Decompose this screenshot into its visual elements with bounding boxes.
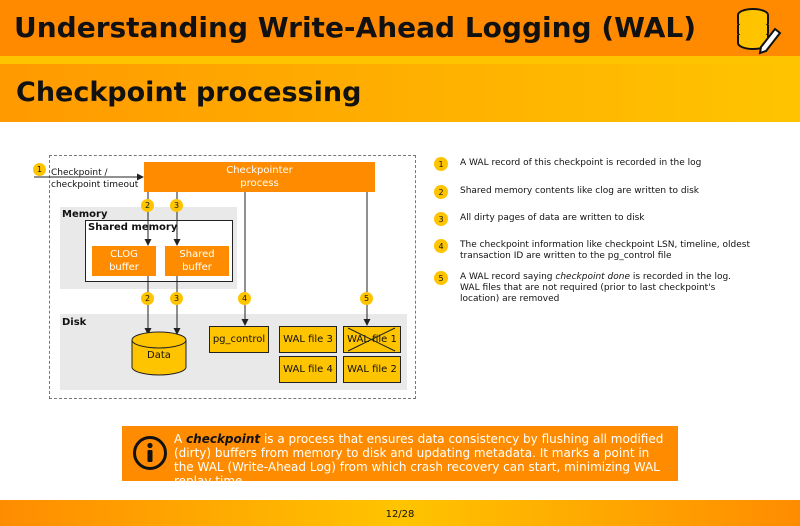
step-4-text: The checkpoint information like checkpoi…: [460, 240, 750, 261]
database-pencil-icon: [731, 3, 783, 55]
marker-2-bottom: 2: [141, 292, 154, 305]
step-3-text: All dirty pages of data are written to d…: [460, 213, 645, 223]
memory-label: Memory: [62, 209, 108, 220]
step-2-number: 2: [434, 185, 448, 199]
marker-3-top: 3: [170, 199, 183, 212]
checkpoint-diagram: [49, 155, 416, 399]
step-1-text: A WAL record of this checkpoint is recor…: [460, 158, 702, 168]
marker-3-bottom: 3: [170, 292, 183, 305]
data-label: Data: [147, 350, 171, 361]
marker-2-top: 2: [141, 199, 154, 212]
marker-5: 5: [360, 292, 373, 305]
info-text: A checkpoint is a process that ensures d…: [174, 432, 664, 488]
step-5-number: 5: [434, 271, 448, 285]
wal-file-3-box: WAL file 3: [279, 326, 337, 353]
header-bar: [0, 0, 800, 56]
section-title: Checkpoint processing: [16, 77, 362, 108]
disk-label: Disk: [62, 317, 87, 328]
header-stripe: [0, 56, 800, 64]
marker-4: 4: [238, 292, 251, 305]
step-4-number: 4: [434, 239, 448, 253]
step-2-text: Shared memory contents like clog are wri…: [460, 186, 699, 196]
wal-file-4-box: WAL file 4: [279, 356, 337, 383]
pg-control-box: pg_control: [209, 326, 269, 353]
info-callout: A checkpoint is a process that ensures d…: [122, 426, 678, 488]
step-1-number: 1: [434, 157, 448, 171]
wal-file-1-box: WAL file 1: [343, 326, 401, 353]
footer-bar: [0, 500, 800, 526]
section-bar: [0, 64, 800, 122]
page-title: Understanding Write-Ahead Logging (WAL): [14, 11, 697, 44]
marker-1: 1: [33, 163, 46, 176]
shared-memory-label: Shared memory: [88, 222, 178, 233]
checkpoint-trigger-label: Checkpoint / checkpoint timeout: [51, 168, 139, 190]
page-number: 12/28: [385, 509, 415, 520]
wal-file-2-box: WAL file 2: [343, 356, 401, 383]
info-icon: [133, 436, 167, 470]
step-3-number: 3: [434, 212, 448, 226]
step-5-text: A WAL record saying checkpoint done is r…: [460, 272, 732, 304]
